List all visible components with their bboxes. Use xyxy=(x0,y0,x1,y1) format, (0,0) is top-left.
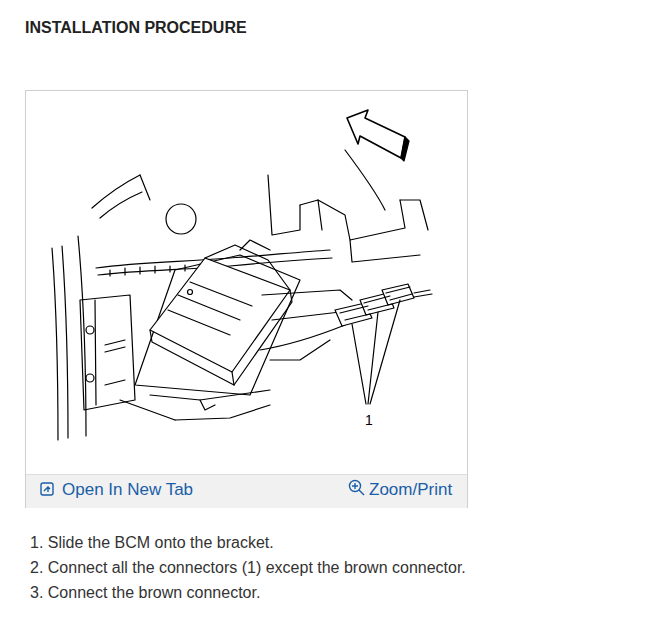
link-text: Open In New Tab xyxy=(62,480,193,500)
step-text: 3. Connect the brown connector. xyxy=(30,584,260,602)
step-text: 2. Connect all the connectors (1) except… xyxy=(30,559,466,577)
callout-number: 1 xyxy=(364,412,374,428)
section-title: INSTALLATION PROCEDURE xyxy=(25,19,247,37)
link-text: Zoom/Print xyxy=(369,480,452,500)
step-text: 1. Slide the BCM onto the bracket. xyxy=(30,534,274,552)
